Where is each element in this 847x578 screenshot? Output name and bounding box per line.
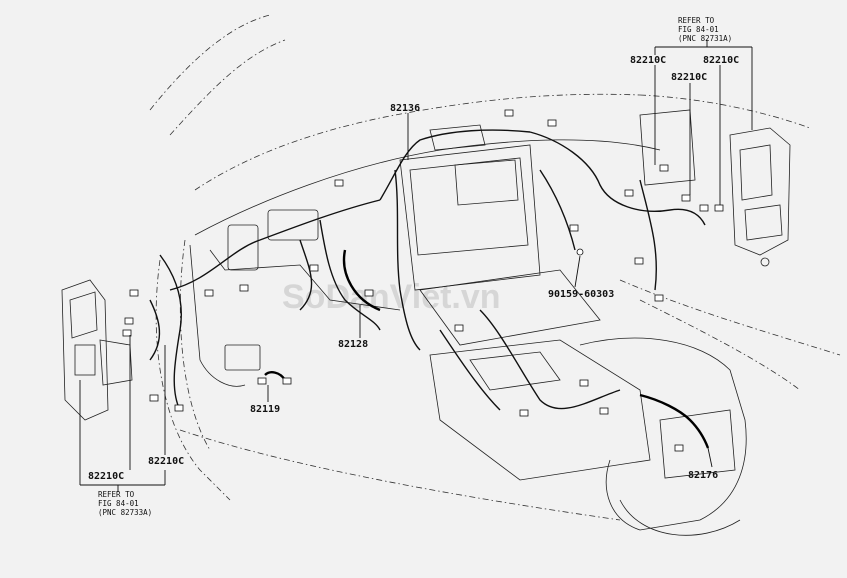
reference-line: REFER TO (678, 16, 715, 25)
right-junction-block (729, 127, 791, 267)
part-label-82136: 82136 (390, 103, 420, 114)
reference-line: (PNC 82731A) (678, 34, 732, 43)
reference-top-right: REFER TO FIG 84-01 (PNC 82731A) (678, 16, 732, 43)
part-label-82210c-bottom-left: 82210C (88, 471, 124, 482)
reference-line: (PNC 82733A) (98, 508, 152, 517)
instrument-panel (189, 109, 696, 387)
body-outline (149, 14, 841, 521)
part-label-90159-60303: 90159-60303 (548, 289, 614, 300)
part-label-82210c-top-left: 82210C (630, 55, 666, 66)
reference-line: REFER TO (98, 490, 135, 499)
reference-bottom-left: REFER TO FIG 84-01 (PNC 82733A) (98, 490, 152, 517)
left-ecu-module (61, 279, 133, 421)
part-label-82128: 82128 (338, 339, 368, 350)
part-label-82210c-top-middle: 82210C (671, 72, 707, 83)
part-labels: 82136 82128 82119 82176 90159-60303 8221… (88, 55, 739, 482)
reference-line: FIG 84-01 (678, 25, 719, 34)
wire-harness (149, 129, 710, 449)
part-label-82119: 82119 (250, 404, 280, 415)
part-label-82210c-bottom-right: 82210C (148, 456, 184, 467)
part-label-82176: 82176 (688, 470, 718, 481)
reference-line: FIG 84-01 (98, 499, 139, 508)
connectors (122, 109, 724, 452)
part-label-82210c-top-right: 82210C (703, 55, 739, 66)
center-console (429, 337, 747, 536)
leader-lines (79, 40, 753, 492)
